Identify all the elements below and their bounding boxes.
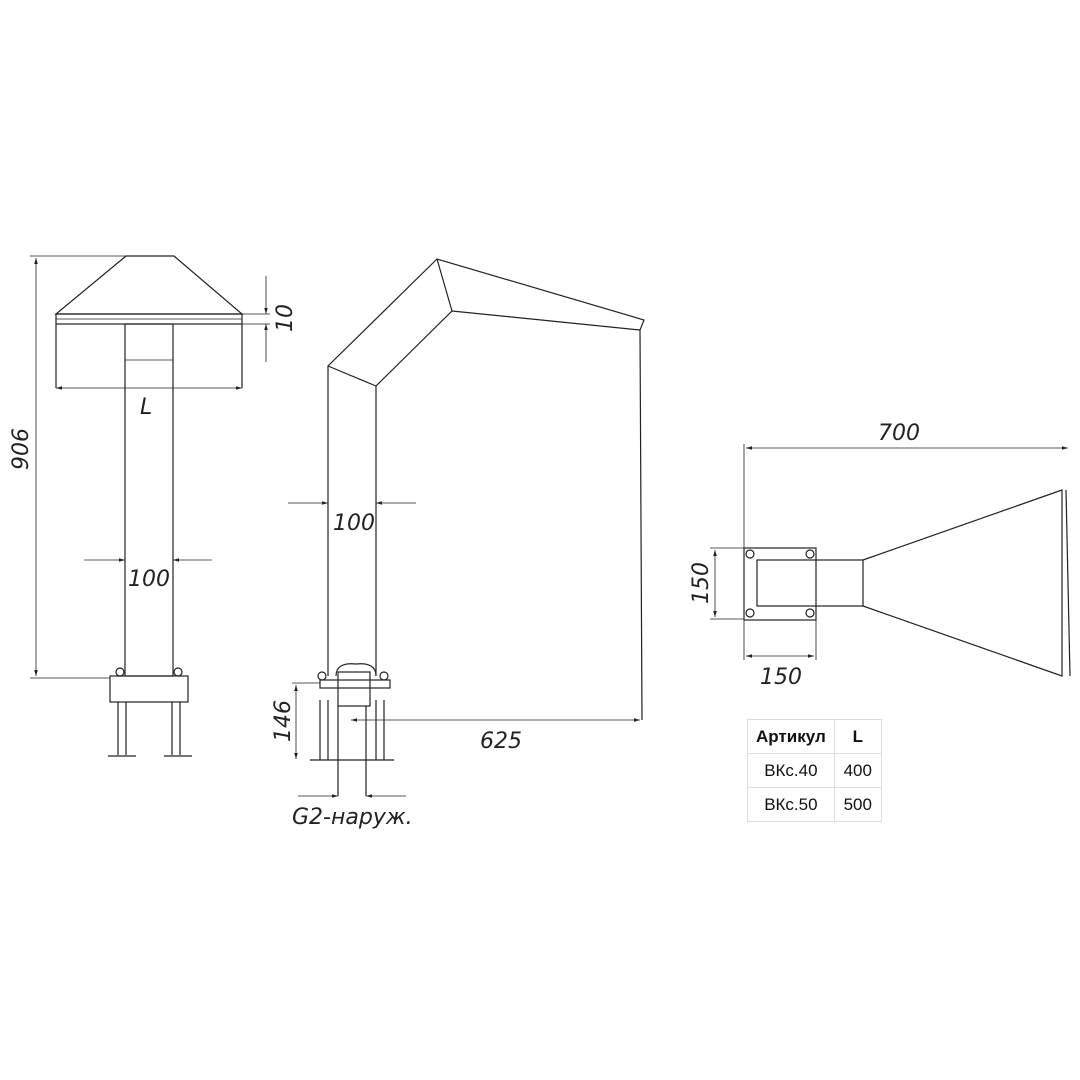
reach-dimension: 625 (480, 729, 522, 754)
base-height-dimension: 146 (271, 700, 296, 742)
header-length: L (833, 719, 882, 754)
header-article: Артикул (747, 719, 835, 754)
thread-label: G2-наруж. (292, 805, 413, 830)
front-pipe-width: 100 (128, 567, 170, 592)
flange-height-dimension: 150 (689, 562, 714, 604)
flange-width-dimension: 150 (760, 665, 802, 690)
article-table: Артикул L ВКс.40 400 ВКс.50 500 (747, 719, 882, 822)
table-header-row: Артикул L (747, 719, 882, 754)
article-cell: ВКс.50 (747, 787, 835, 822)
top-view (710, 444, 1071, 677)
gap-dimension: 10 (273, 304, 298, 332)
table-row: ВКс.40 400 (747, 753, 882, 788)
height-dimension: 906 (9, 428, 34, 470)
side-pipe-width: 100 (333, 511, 375, 536)
hood-length-dimension: 700 (878, 421, 920, 446)
length-cell: 500 (833, 787, 882, 822)
length-cell: 400 (833, 753, 882, 788)
side-view (288, 258, 645, 798)
front-view (30, 255, 270, 757)
article-cell: ВКс.40 (747, 753, 835, 788)
length-dimension: L (140, 395, 152, 420)
table-row: ВКс.50 500 (747, 787, 882, 822)
